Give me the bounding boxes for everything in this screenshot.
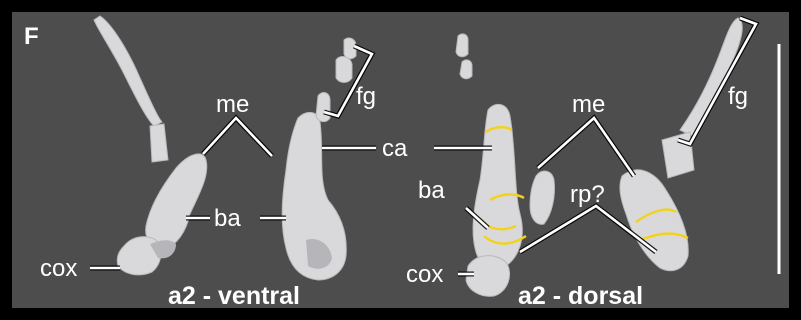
label-ca: ca [382,135,408,162]
label-ba-right: ba [418,177,445,204]
dorsal-right-block [619,169,689,272]
label-fg-right: fg [728,83,748,110]
ventral-right-column [281,112,347,281]
fg-left-leader [323,44,374,118]
annotation-lines [90,15,781,277]
fg-right-leader [677,16,758,146]
label-cox-right: cox [406,261,443,288]
panel-letter: F [24,23,39,50]
ventral-flagellum-segment [149,123,169,163]
label-me-left: me [216,91,249,118]
ventral-small-segment [315,92,331,123]
label-ba-left: ba [214,205,241,232]
specimen-ventral [93,15,357,281]
me-left-leader [202,116,273,157]
rp-leader [519,204,657,254]
ventral-coxa [116,236,162,276]
ventral-left-column [145,153,208,251]
ventral-flagellum-strip [93,15,163,127]
label-me-right: me [572,91,605,118]
label-fg-left: fg [356,83,376,110]
dorsal-coxa [465,255,510,297]
label-rp: rp? [570,181,605,208]
caption-dorsal: a2 - dorsal [518,282,643,310]
me-right-leader [537,116,636,177]
ba-right-leader [465,207,489,229]
dorsal-flagellum-segment [661,131,695,179]
caption-ventral: a2 - ventral [168,282,300,310]
label-cox-left: cox [40,255,77,282]
